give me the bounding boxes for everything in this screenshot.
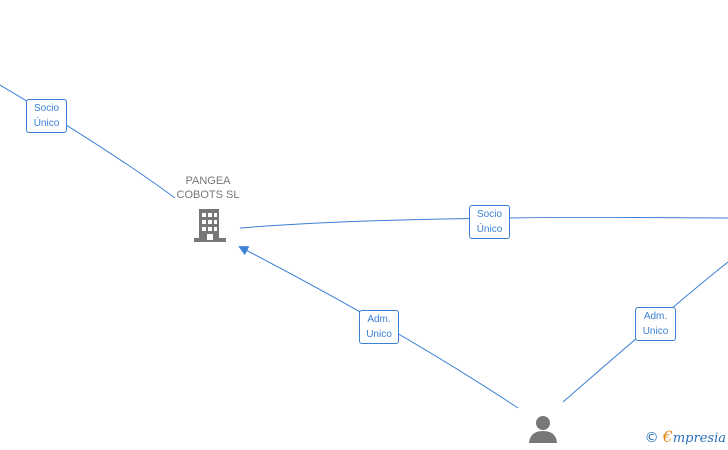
edge-label-line1: Adm. <box>643 311 668 322</box>
edge-label-line2: Único <box>33 118 60 129</box>
edge-label-socio-unico-right[interactable]: Socio Único <box>469 205 510 239</box>
company-name-line2: COBOTS SL <box>176 189 240 201</box>
copyright-symbol: © <box>644 430 659 446</box>
edge-label-line2: Unico <box>366 329 392 340</box>
edge-label-adm-unico-right[interactable]: Adm. Unico <box>635 307 676 341</box>
edge-label-adm-unico-left[interactable]: Adm. Unico <box>359 310 399 344</box>
logo-initial: € <box>662 427 673 446</box>
edge-label-line2: Único <box>476 224 503 235</box>
company-node-label[interactable]: PANGEA COBOTS SL <box>148 174 268 202</box>
edge-line-socio-unico-right <box>239 216 728 229</box>
edge-label-line2: Unico <box>642 326 669 337</box>
edge-label-line1: Adm. <box>367 314 391 325</box>
edge-label-line1: Socio <box>33 103 59 114</box>
edge-label-socio-unico-left[interactable]: Socio Único <box>26 99 67 133</box>
empresia-logo: ©€mpresia <box>645 427 726 446</box>
building-icon[interactable] <box>193 208 227 242</box>
company-name-line1: PANGEA <box>185 175 231 187</box>
person-icon[interactable] <box>528 414 558 444</box>
logo-text: mpresia <box>672 431 726 446</box>
edge-label-line1: Socio <box>476 209 502 220</box>
